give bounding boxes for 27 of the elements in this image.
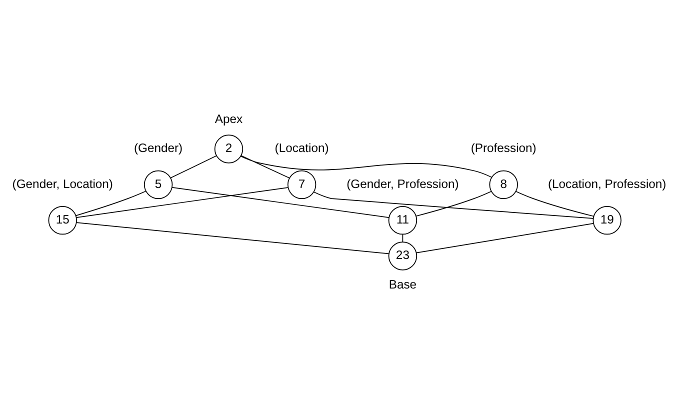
connector [416, 190, 492, 216]
connector [313, 191, 594, 218]
connector [416, 222, 594, 253]
node-circle: 8 [489, 170, 518, 199]
connector [75, 190, 146, 216]
node-label: (Location) [274, 140, 329, 155]
connector [76, 222, 390, 254]
connector [170, 154, 217, 178]
node-circle: 15 [48, 205, 77, 234]
connector [240, 155, 492, 178]
node-label: Apex [214, 112, 243, 126]
node-label: (Location, Profession) [548, 176, 666, 190]
node-label: Base [388, 276, 417, 291]
connector [240, 154, 290, 178]
node-circle: 19 [592, 205, 622, 234]
node-label: (Profession) [470, 140, 536, 155]
node-circle: 11 [388, 205, 418, 234]
node-circle: 2 [214, 134, 244, 163]
node-circle: 23 [388, 241, 418, 270]
connector [172, 186, 390, 218]
connector [76, 186, 288, 218]
node-label: (Gender, Location) [12, 176, 113, 190]
node-circle: 7 [287, 170, 316, 199]
node-circle: 5 [144, 170, 173, 199]
node-label: (Gender, Profession) [346, 176, 459, 190]
node-label: (Gender) [134, 140, 183, 155]
connector [515, 190, 594, 216]
